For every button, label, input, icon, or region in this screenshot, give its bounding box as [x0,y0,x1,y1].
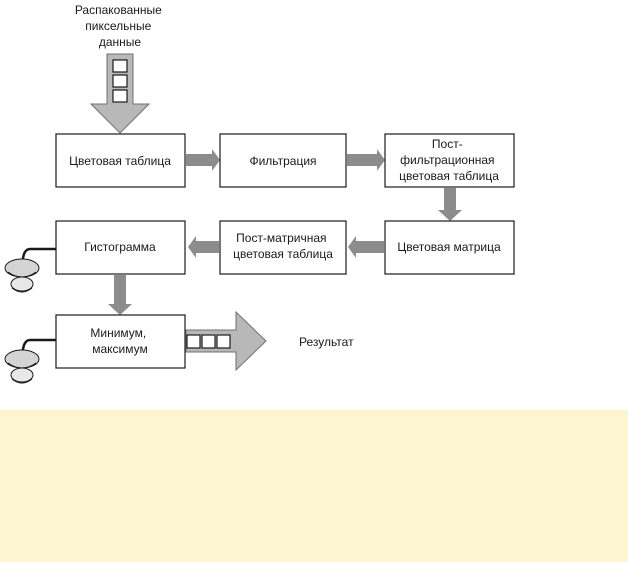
arrow-left-1 [348,236,384,258]
svg-text:Пост-матричная цветовая: Пост-матричная цветовая таблица [233,231,333,261]
box-histogram: Гистограмма [55,220,186,275]
note-panel [0,410,628,562]
box-color-matrix: Цветовая матрица [384,220,515,275]
result-label: Результат [299,335,354,349]
pipeline-diagram: Распакованные пиксельные данные Цветовая… [4,3,515,384]
input-arrow [89,53,151,134]
svg-text:Минимум, максимум: Минимум, максимум [90,326,149,356]
input-label: Распакованные пиксельные данные [75,3,165,49]
svg-text:Цветовая таблица: Цветовая таблица [69,154,171,168]
svg-text:Фильтрация: Фильтрация [249,154,316,168]
bell-icon [4,338,56,384]
arrow-down-1 [438,188,462,221]
box-post-matrix-table: Пост-матричная цветовая таблица [219,220,347,275]
svg-text:Цветовая матрица: Цветовая матрица [397,240,501,254]
bell-icon [4,247,56,293]
box-color-table: Цветовая таблица [55,133,186,188]
box-minmax: Минимум, максимум [55,314,186,369]
pipeline-diagram-svg: Распакованные пиксельные данные Цветовая… [4,3,515,384]
arrow-right-2 [347,149,385,171]
svg-text:Гистограмма: Гистограмма [84,240,156,254]
arrow-left-2 [188,236,219,258]
output-arrow [185,310,267,372]
box-post-filter-table: Пост- фильтрационная цветовая таблица [384,133,515,188]
arrow-right-1 [186,149,220,171]
box-filtration: Фильтрация [219,133,347,188]
svg-text:Пост- фильтрационная: Пост- фильтрационная цветовая таблица [399,137,499,183]
arrow-down-2 [108,275,132,315]
